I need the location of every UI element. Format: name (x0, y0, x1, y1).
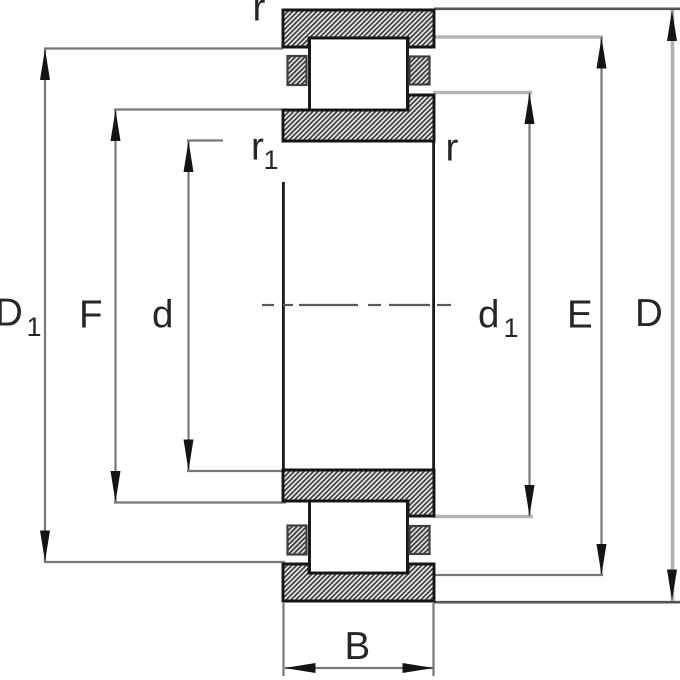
svg-text:D: D (0, 292, 23, 335)
svg-text:B: B (345, 625, 371, 668)
svg-text:d: d (152, 294, 173, 337)
svg-text:D: D (635, 292, 663, 335)
svg-text:F: F (79, 294, 103, 337)
svg-text:1: 1 (27, 312, 42, 342)
svg-text:d: d (478, 294, 499, 337)
svg-text:1: 1 (264, 145, 279, 175)
svg-text:r: r (251, 126, 264, 169)
svg-text:E: E (567, 294, 593, 337)
svg-text:r: r (446, 127, 459, 170)
svg-text:r: r (253, 0, 266, 30)
svg-text:1: 1 (504, 313, 519, 343)
